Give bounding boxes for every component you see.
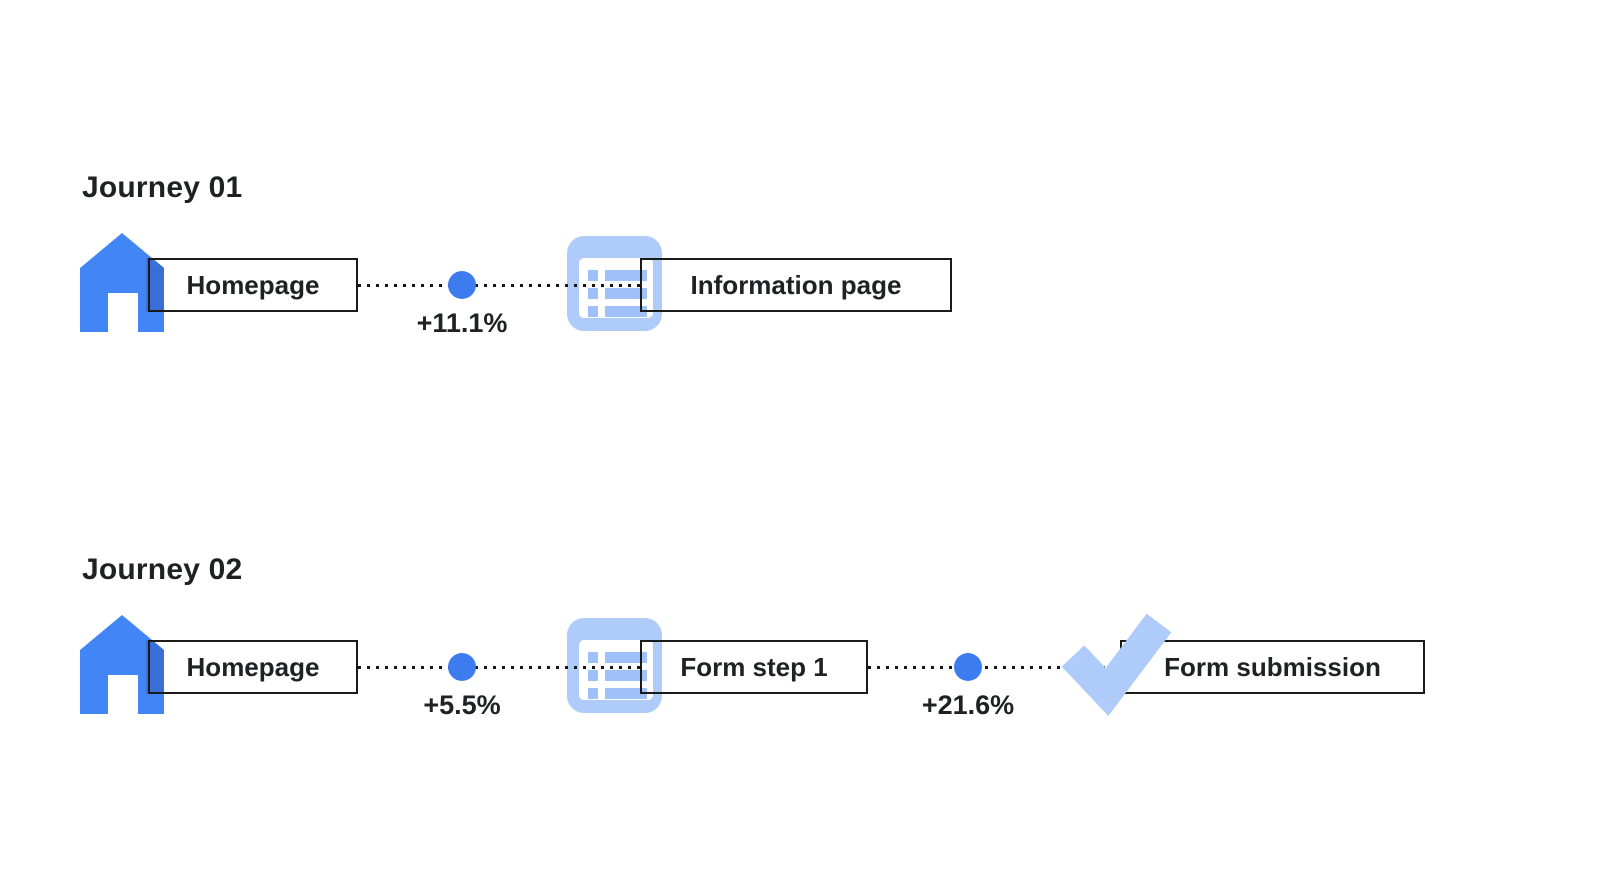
node-label: Form step 1 bbox=[680, 651, 828, 682]
conversion-rate-label: +5.5% bbox=[423, 690, 501, 720]
connector-dotted-line bbox=[868, 666, 1120, 669]
journey-title: Journey 02 bbox=[82, 552, 243, 586]
node-label: Homepage bbox=[186, 651, 320, 682]
node-label-box: Form step 1 bbox=[640, 640, 868, 694]
home-icon bbox=[80, 615, 164, 714]
node-label-box: Information page bbox=[640, 258, 952, 312]
form-step-icon bbox=[567, 618, 662, 713]
node-label: Homepage bbox=[186, 269, 320, 300]
conversion-dot bbox=[448, 653, 476, 681]
conversion-dot bbox=[954, 653, 982, 681]
node-label: Form submission bbox=[1164, 651, 1381, 682]
node-label-box: Form submission bbox=[1120, 640, 1425, 694]
node-label-box: Homepage bbox=[148, 640, 358, 694]
form-submission-check-icon bbox=[1061, 613, 1172, 716]
conversion-rate-label: +11.1% bbox=[416, 308, 508, 338]
home-icon bbox=[80, 233, 164, 332]
connector-dotted-line bbox=[358, 666, 640, 669]
conversion-rate-label: +21.6% bbox=[921, 690, 1015, 720]
information-page-icon bbox=[567, 236, 662, 331]
node-label-box: Homepage bbox=[148, 258, 358, 312]
journey-title: Journey 01 bbox=[82, 170, 243, 204]
conversion-dot bbox=[448, 271, 476, 299]
connector-dotted-line bbox=[358, 284, 640, 287]
node-label: Information page bbox=[690, 269, 902, 300]
